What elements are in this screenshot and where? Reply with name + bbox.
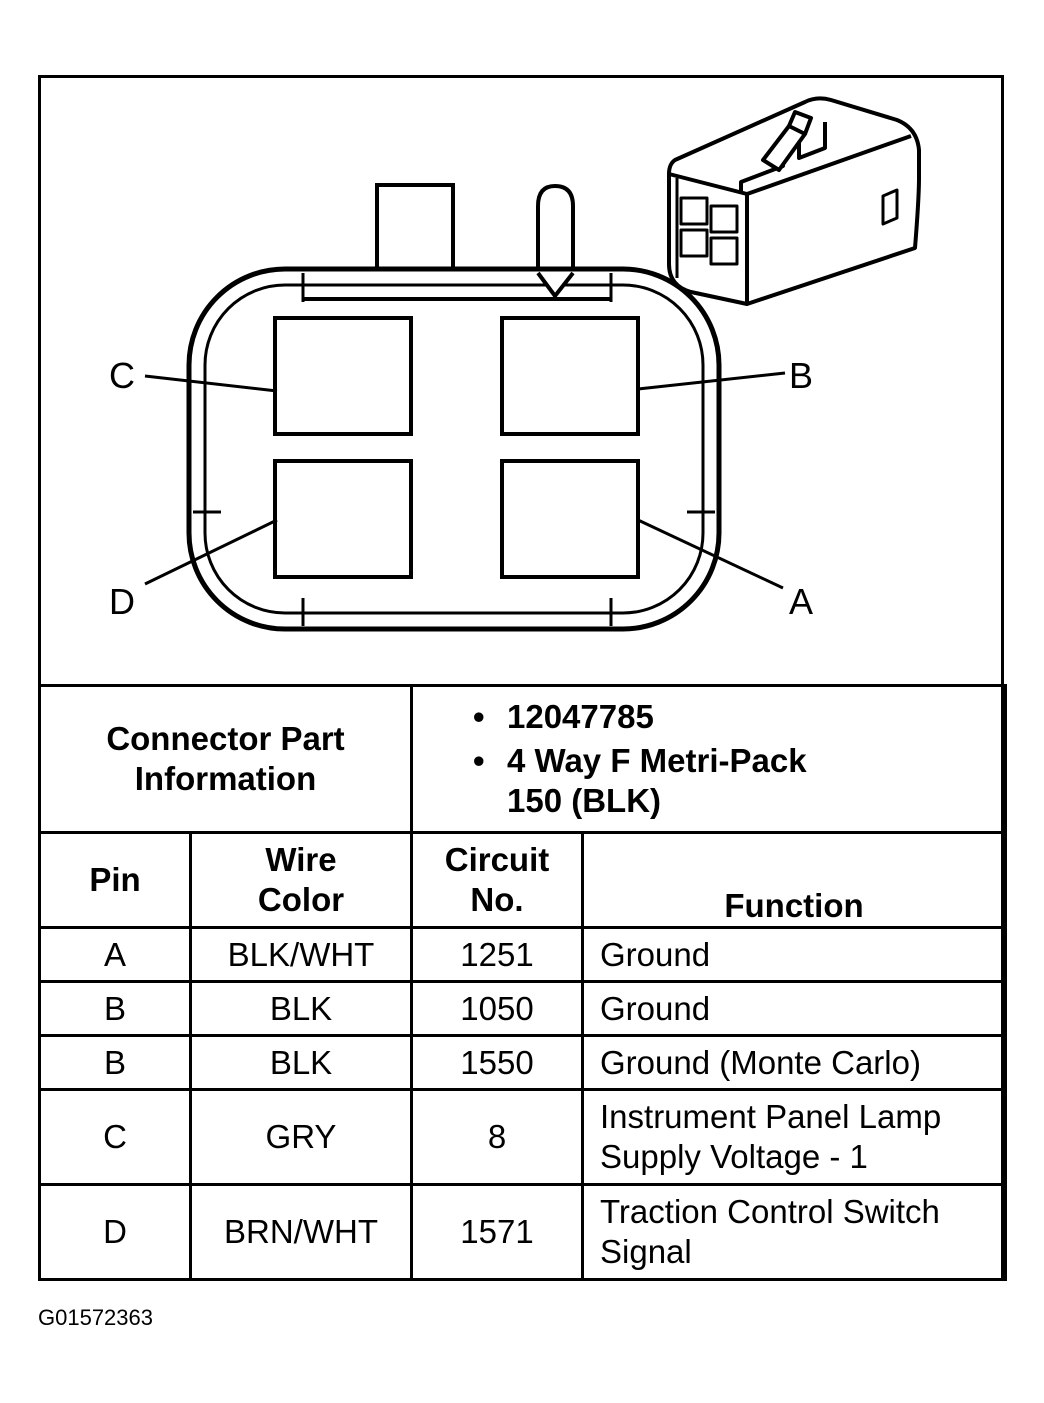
leader-line-c: [144, 374, 278, 393]
table-row: C GRY 8 Instrument Panel Lamp Supply Vol…: [38, 1088, 1007, 1186]
connector-part-info-values: 12047785 4 Way F Metri-Pack 150 (BLK): [410, 684, 1007, 834]
circuit-no-cell: 1251: [410, 926, 584, 983]
function-cell: Ground: [581, 980, 1007, 1037]
header-circuit-no: Circuit No.: [410, 831, 584, 929]
figure-id: G01572363: [38, 1305, 153, 1330]
pin-cell: B: [38, 1034, 192, 1091]
wire-color-cell: BLK: [189, 980, 413, 1037]
pin-cavity-c: [273, 316, 413, 436]
leader-line-d: [144, 518, 278, 586]
connector-isometric-view: [667, 96, 921, 306]
pin-cavity-b: [500, 316, 640, 436]
connector-figure-frame: C B D A: [38, 75, 1007, 1281]
function-cell: Instrument Panel Lamp Supply Voltage - 1: [581, 1088, 1007, 1186]
connector-part-info-label: Connector Part Information: [38, 684, 413, 834]
header-function: Function: [581, 831, 1007, 929]
pin-cell: C: [38, 1088, 192, 1186]
pin-cell: A: [38, 926, 192, 983]
connector-type: 4 Way F Metri-Pack 150 (BLK): [473, 741, 847, 821]
table-row: B BLK 1050 Ground: [38, 980, 1007, 1037]
pin-label-d: D: [109, 581, 135, 622]
pin-cell: B: [38, 980, 192, 1037]
pin-cell: D: [38, 1183, 192, 1281]
key-tab: [536, 183, 575, 273]
circuit-no-cell: 1571: [410, 1183, 584, 1281]
function-cell: Ground: [581, 926, 1007, 983]
circuit-no-cell: 8: [410, 1088, 584, 1186]
connector-drawing: C B D A: [41, 78, 1007, 687]
pin-label-a: A: [789, 581, 813, 622]
wire-color-cell: BLK: [189, 1034, 413, 1091]
pin-label-c: C: [109, 355, 135, 396]
connector-part-info-row: Connector Part Information 12047785 4 Wa…: [38, 684, 1007, 834]
circuit-no-cell: 1050: [410, 980, 584, 1037]
leader-line-a: [637, 518, 784, 590]
table-row: B BLK 1550 Ground (Monte Carlo): [38, 1034, 1007, 1091]
connector-pinout-table: Connector Part Information 12047785 4 Wa…: [38, 684, 1007, 1281]
connector-housing-inner: [203, 283, 705, 615]
locking-tab: [375, 183, 455, 275]
table-row: D BRN/WHT 1571 Traction Control Switch S…: [38, 1183, 1007, 1281]
pin-label-b: B: [789, 355, 813, 396]
header-wire-color: Wire Color: [189, 831, 413, 929]
leader-line-b: [637, 371, 786, 391]
table-header-row: Pin Wire Color Circuit No. Function: [38, 831, 1007, 929]
part-number: 12047785: [473, 697, 1004, 737]
circuit-no-cell: 1550: [410, 1034, 584, 1091]
connector-face-view: C B D A: [109, 96, 921, 632]
wire-color-cell: BLK/WHT: [189, 926, 413, 983]
function-cell: Traction Control Switch Signal: [581, 1183, 1007, 1281]
header-pin: Pin: [38, 831, 192, 929]
pin-cavity-a: [500, 459, 640, 579]
pin-cavity-d: [273, 459, 413, 579]
wire-color-cell: GRY: [189, 1088, 413, 1186]
table-row: A BLK/WHT 1251 Ground: [38, 926, 1007, 983]
wire-color-cell: BRN/WHT: [189, 1183, 413, 1281]
function-cell: Ground (Monte Carlo): [581, 1034, 1007, 1091]
